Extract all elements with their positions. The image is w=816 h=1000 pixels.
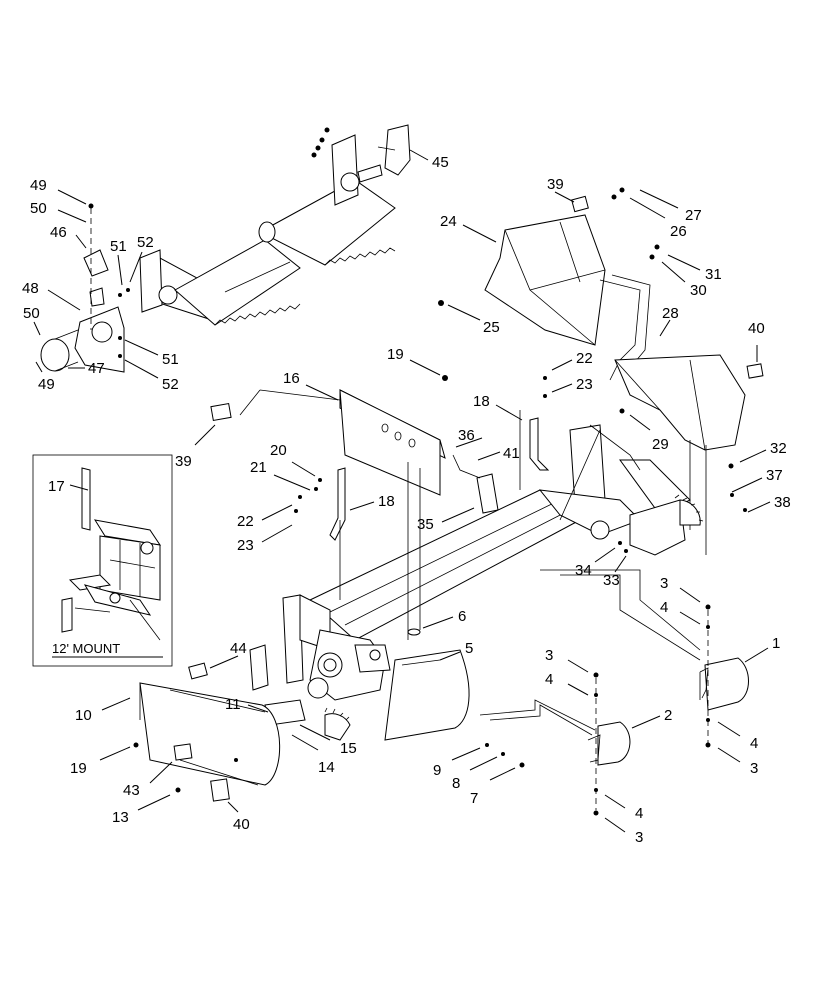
callout-10: 10 [75, 707, 92, 724]
callout-1: 1 [772, 635, 780, 652]
decal-39-left [210, 402, 232, 422]
callout-45: 45 [432, 154, 449, 171]
belt-upper [258, 179, 396, 266]
inset-12ft-mount: 12' MOUNT [32, 454, 173, 667]
guard-2 [597, 721, 631, 766]
callout-28: 28 [662, 305, 679, 322]
bracket-18-left [329, 467, 346, 541]
callout-18b: 18 [378, 493, 395, 510]
callout-48: 48 [22, 280, 39, 297]
callout-51b: 51 [162, 351, 179, 368]
callout-37: 37 [766, 467, 783, 484]
callout-24: 24 [440, 213, 457, 230]
upper-right-hood-assembly [438, 187, 764, 555]
callout-3a: 3 [660, 575, 668, 592]
shield-10 [139, 682, 281, 786]
callout-14: 14 [318, 759, 335, 776]
callout-21: 21 [250, 459, 267, 476]
callout-35: 35 [417, 516, 434, 533]
callout-9: 9 [433, 762, 441, 779]
callout-8: 8 [452, 775, 460, 792]
upper-left-roller-assembly [40, 124, 411, 373]
callout-33: 33 [603, 572, 620, 589]
inset-frame [32, 454, 173, 667]
callout-2: 2 [664, 707, 672, 724]
bracket-11 [249, 644, 269, 691]
callout-5: 5 [465, 640, 473, 657]
belt-lower [174, 239, 301, 326]
hood-28 [614, 354, 746, 451]
callout-3d: 3 [635, 829, 643, 846]
callout-15: 15 [340, 740, 357, 757]
callout-32: 32 [770, 440, 787, 457]
callout-22b: 22 [237, 513, 254, 530]
shield-45 [384, 124, 411, 176]
callout-27: 27 [685, 207, 702, 224]
callout-18a: 18 [473, 393, 490, 410]
callout-3b: 3 [750, 760, 758, 777]
callout-23b: 23 [237, 537, 254, 554]
callout-50a: 50 [30, 200, 47, 217]
callout-30: 30 [690, 282, 707, 299]
callout-46: 46 [50, 224, 67, 241]
callout-19a: 19 [387, 346, 404, 363]
inset-label: 12' MOUNT [52, 641, 120, 656]
main-frame-assembly [133, 375, 749, 816]
callout-51a: 51 [110, 238, 127, 255]
callout-16: 16 [283, 370, 300, 387]
callout-50b: 50 [23, 305, 40, 322]
main-beam [309, 489, 581, 641]
callout-23a: 23 [576, 376, 593, 393]
callout-4a: 4 [660, 599, 668, 616]
callout-20: 20 [270, 442, 287, 459]
callout-43: 43 [123, 782, 140, 799]
callout-3c: 3 [545, 647, 553, 664]
callout-19b: 19 [70, 760, 87, 777]
decal-43 [173, 743, 193, 761]
callout-11: 11 [225, 696, 241, 713]
decal-44 [188, 662, 208, 680]
plate-35 [476, 473, 499, 514]
callout-4c: 4 [545, 671, 553, 688]
callout-4d: 4 [635, 805, 643, 822]
callouts: 1 2 3 4 4 3 3 4 4 3 5 6 7 8 9 [22, 149, 791, 846]
callout-29: 29 [652, 436, 669, 453]
decal-39-top [571, 195, 589, 213]
callout-26: 26 [670, 223, 687, 240]
bushing-6 [407, 628, 421, 636]
callout-47: 47 [88, 360, 105, 377]
callout-39a: 39 [547, 176, 564, 193]
decal-40-bottom [210, 778, 230, 802]
callout-13: 13 [112, 809, 129, 826]
callout-25: 25 [483, 319, 500, 336]
decal-40-top [746, 363, 764, 379]
bracket-18-right [529, 417, 550, 471]
callout-49a: 49 [30, 177, 47, 194]
bracket-33 [629, 499, 686, 556]
guard-1 [704, 657, 749, 711]
inset-mount-drawing [61, 467, 162, 641]
callout-40b: 40 [233, 816, 250, 833]
cylinder-47 [40, 338, 70, 372]
callout-7: 7 [470, 790, 478, 807]
callout-38: 38 [774, 494, 791, 511]
callout-22a: 22 [576, 350, 593, 367]
callout-6: 6 [458, 608, 466, 625]
shield-5 [384, 649, 470, 741]
callout-31: 31 [705, 266, 722, 283]
callout-17: 17 [48, 478, 65, 495]
callout-49b: 49 [38, 376, 55, 393]
callout-40a: 40 [748, 320, 765, 337]
callout-52b: 52 [162, 376, 179, 393]
callout-39b: 39 [175, 453, 192, 470]
callout-44: 44 [230, 640, 247, 657]
plate-46 [83, 249, 109, 277]
hood-24 [484, 214, 606, 346]
callout-4b: 4 [750, 735, 758, 752]
callout-52a: 52 [137, 234, 154, 251]
callout-41: 41 [503, 445, 520, 462]
callout-34: 34 [575, 562, 592, 579]
callout-36: 36 [458, 427, 475, 444]
